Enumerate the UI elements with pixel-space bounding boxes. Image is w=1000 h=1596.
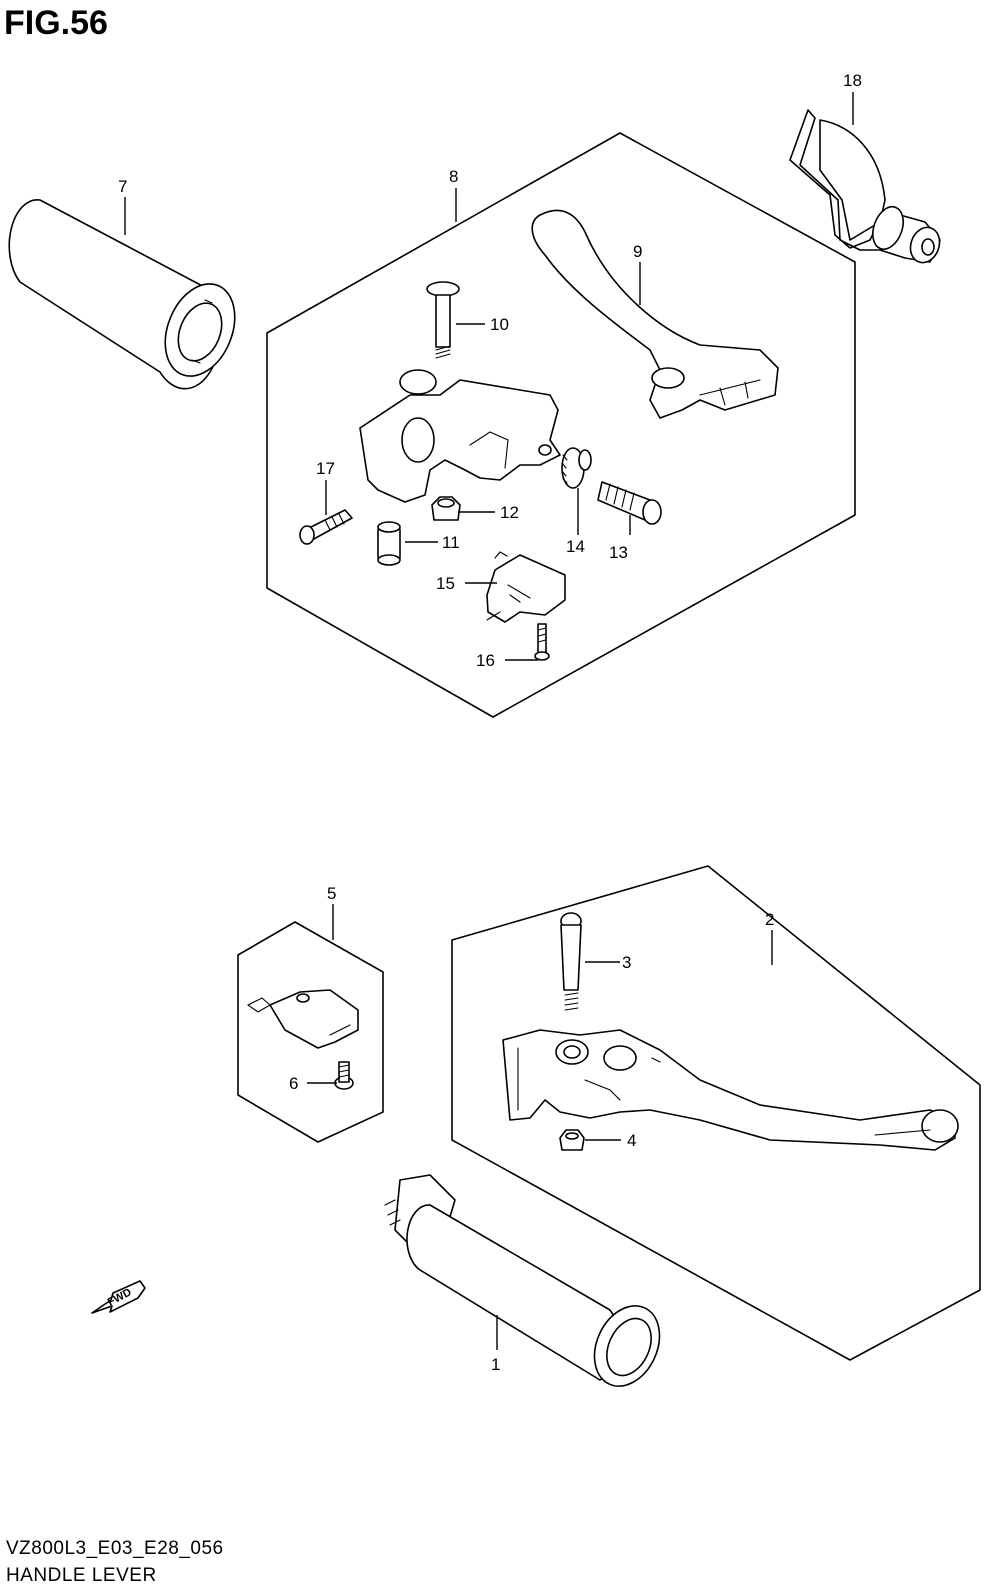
part-15-clutch-switch[interactable] [486, 551, 566, 623]
part-3-pivot-bolt[interactable] [560, 912, 582, 1011]
part-11-collar[interactable] [377, 521, 401, 566]
part-13-adjuster-screw[interactable] [597, 481, 662, 525]
callout-1: 1 [491, 1355, 500, 1374]
part-17-screw[interactable] [299, 509, 353, 545]
assembly-8-outline [266, 132, 856, 718]
callout-8: 8 [449, 167, 458, 186]
callout-6: 6 [289, 1074, 298, 1093]
leader-lines [124, 92, 854, 1350]
part-18-cable-cover[interactable] [789, 109, 944, 267]
part-6-screw[interactable] [334, 1061, 354, 1090]
callout-3: 3 [622, 953, 631, 972]
forward-arrow-icon: FWD [91, 1280, 146, 1314]
figure-title: FIG.56 [4, 4, 108, 42]
callout-12: 12 [500, 503, 519, 522]
callout-13: 13 [609, 543, 628, 562]
part-10-pivot-bolt[interactable] [426, 281, 460, 359]
part-5-brake-switch[interactable] [246, 989, 359, 1049]
callout-7: 7 [118, 177, 127, 196]
callout-9: 9 [633, 242, 642, 261]
diagram-name: HANDLE LEVER [6, 1565, 157, 1586]
callout-17: 17 [316, 459, 335, 478]
part-16-screw[interactable] [534, 623, 550, 661]
callout-5: 5 [327, 884, 336, 903]
callout-2: 2 [765, 910, 774, 929]
part-9-clutch-lever[interactable] [531, 209, 779, 419]
callout-16: 16 [476, 651, 495, 670]
part-12-nut[interactable] [431, 496, 461, 521]
callout-10: 10 [490, 315, 509, 334]
diagram-code: VZ800L3_E03_E28_056 [6, 1538, 224, 1559]
part-7-grip[interactable] [8, 198, 247, 390]
callout-15: 15 [436, 574, 455, 593]
callout-18: 18 [843, 71, 862, 90]
callout-labels: 7 8 9 10 17 12 11 14 13 15 16 18 5 2 3 6… [118, 71, 862, 1374]
callout-11: 11 [442, 533, 460, 552]
part-1-throttle-grip[interactable] [384, 1174, 672, 1397]
assembly-2-outline [451, 865, 981, 1361]
callout-14: 14 [566, 537, 585, 556]
clutch-lever-holder[interactable] [359, 369, 561, 503]
callout-4: 4 [627, 1131, 636, 1150]
part-4-nut[interactable] [559, 1129, 585, 1151]
part-14-adjuster-ring[interactable] [561, 447, 592, 489]
part-2-brake-lever[interactable] [502, 1029, 959, 1151]
assembly-5-outline [237, 921, 384, 1143]
